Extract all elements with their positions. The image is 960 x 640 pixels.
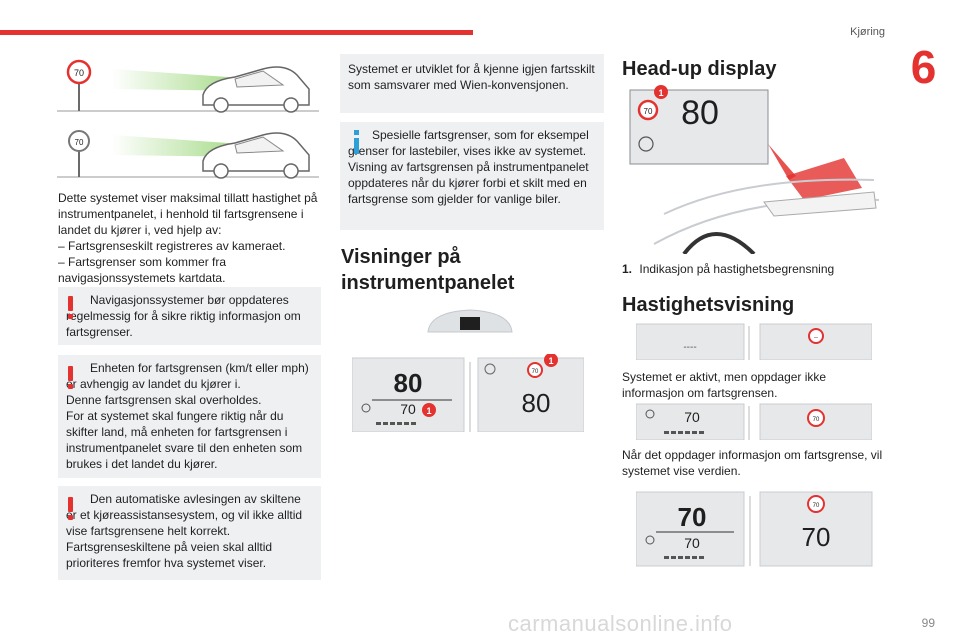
note-box-vienna: Systemet er utviklet for å kjenne igjen … — [340, 54, 604, 113]
info-text: Visning av fartsgrensen på instrumentpan… — [348, 160, 589, 206]
callout-number: 1 — [658, 88, 663, 98]
inactive-right-dashes: -- — [814, 335, 818, 341]
speed-display-row-full: 70 70 70 70 — [636, 491, 873, 567]
callout-number: 1 — [548, 356, 553, 366]
cluster-small-speed: 70 — [400, 401, 416, 417]
warning-icon — [68, 497, 74, 520]
page-number: 99 — [921, 616, 935, 630]
full-sign-value: 70 — [813, 503, 820, 509]
warning-box-automatic-reading: Den automatiske avlesingen av skiltene e… — [58, 486, 321, 580]
warning-box-navigation: Navigasjonssystemer bør oppdateres regel… — [58, 287, 321, 345]
intro-text: Dette systemet viser maksimal tillatt ha… — [58, 190, 321, 286]
dashboard-icon — [427, 309, 513, 333]
cluster-big-speed: 80 — [394, 368, 423, 398]
sign-camera-illustration-2: 70 — [57, 130, 319, 179]
hud-speed: 80 — [681, 94, 719, 132]
instrument-cluster-illustration: 80 70 1 70 1 80 — [352, 354, 584, 432]
legend-item-1: 1. Indikasjon på hastighetsbegrensning — [622, 262, 835, 276]
paragraph: Dette systemet viser maksimal tillatt ha… — [58, 191, 318, 237]
warning-text: Enheten for fartsgrensen (km/t eller mph… — [66, 361, 309, 391]
warning-icon — [68, 366, 74, 389]
full-small-value: 70 — [684, 535, 700, 551]
info-box-special-limits: Spesielle fartsgrenser, som for eksempel… — [340, 122, 604, 230]
bullet: – Fartsgrenseskilt registreres av kamera… — [58, 239, 286, 253]
sign-text: 70 — [74, 68, 84, 78]
warning-text: Den automatiske avlesingen av skiltene e… — [66, 492, 303, 538]
section-label: Kjøring — [850, 26, 885, 38]
cluster-right-speed: 80 — [522, 388, 551, 418]
warning-icon — [68, 296, 74, 319]
heading-hud: Head-up display — [622, 58, 777, 80]
heading-instrument-panel: Visninger på instrumentpanelet — [341, 246, 515, 294]
text-inactive: Systemet er aktivt, men oppdager ikke in… — [622, 370, 827, 400]
inactive-left-dashes: ---- — [683, 342, 696, 353]
detected-left-value: 70 — [684, 409, 700, 425]
full-big-value: 70 — [678, 502, 707, 532]
full-right-value: 70 — [802, 522, 831, 552]
bullet: – Fartsgrenser som kommer fra navigasjon… — [58, 255, 227, 285]
note-text: Systemet er utviklet for å kjenne igjen … — [348, 62, 595, 92]
chapter-number: 6 — [910, 41, 937, 93]
cluster-sign-text: 70 — [532, 369, 539, 375]
warning-box-unit: Enheten for fartsgrensen (km/t eller mph… — [58, 355, 321, 478]
hud-sign-text: 70 — [644, 107, 653, 116]
speed-display-row-inactive: ---- -- — [636, 323, 872, 360]
sign-camera-illustration-1: 70 — [57, 59, 319, 113]
callout-number: 1 — [426, 406, 431, 416]
header-accent-bar — [0, 30, 473, 35]
detected-right-value: 70 — [813, 417, 820, 423]
warning-text: Fartsgrenseskiltene på veien skal alltid… — [66, 540, 273, 570]
sign-text: 70 — [75, 138, 84, 147]
text-detected: Når det oppdager informasjon om fartsgre… — [622, 448, 883, 478]
speed-display-row-detected: 70 70 — [636, 403, 872, 440]
warning-text: For at systemet skal fungere riktig når … — [66, 409, 303, 471]
info-text: Spesielle fartsgrenser, som for eksempel… — [348, 128, 589, 158]
heading-speed-display: Hastighetsvisning — [622, 294, 795, 316]
watermark: carmanualsonline.info — [508, 611, 733, 636]
head-up-display-illustration: 70 1 80 — [629, 85, 880, 254]
warning-text: Navigasjonssystemer bør oppdateres regel… — [66, 293, 301, 339]
info-icon — [354, 130, 360, 154]
warning-text: Denne fartsgrensen skal overholdes. — [66, 393, 262, 407]
